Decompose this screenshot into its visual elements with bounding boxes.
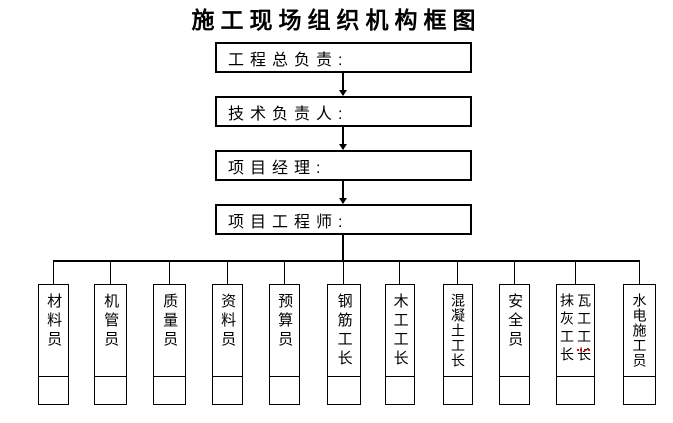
spellcheck-underline [577, 346, 590, 351]
staff-label: 材料员 [45, 293, 63, 350]
chain-box-project-engineer: 项目工程师: [215, 204, 472, 235]
staff-box-carpentry-foreman: 木工工长 [385, 284, 415, 405]
down-arrow-icon [339, 73, 347, 96]
staff-box-rebar-foreman: 钢筋工长 [327, 284, 361, 405]
staff-box-concrete-foreman: 混凝土工长 [443, 284, 473, 405]
tree-drop-line [284, 262, 285, 284]
staff-box-machinery-manager: 机管员 [94, 284, 127, 405]
tree-drop-line [169, 262, 170, 284]
staff-box-budget-officer: 预算员 [269, 284, 300, 405]
down-arrow-icon [339, 127, 347, 150]
staff-label: 木工工长 [391, 293, 409, 369]
tree-drop-line [227, 262, 228, 284]
staff-box-material-clerk: 材料员 [38, 284, 69, 405]
staff-title-cell: 机管员 [95, 285, 126, 377]
staff-label-plasterer: 抹灰工长 [559, 293, 575, 365]
staff-name-cell [500, 377, 529, 404]
staff-name-cell [95, 377, 126, 404]
staff-title-cell: 质量员 [154, 285, 185, 377]
staff-title-cell: 混凝土工长 [444, 285, 472, 377]
staff-title-cell: 预算员 [270, 285, 299, 377]
staff-name-cell [624, 377, 655, 404]
staff-label: 机管员 [102, 293, 120, 350]
tree-drop-line [399, 262, 400, 284]
tree-drop-line [53, 262, 54, 284]
tree-drop-line [514, 262, 515, 284]
staff-name-cell [386, 377, 414, 404]
staff-name-cell [154, 377, 185, 404]
staff-title-cell: 木工工长 [386, 285, 414, 377]
staff-title-cell: 钢筋工长 [328, 285, 360, 377]
staff-box-document-clerk: 资料员 [212, 284, 243, 405]
staff-title-cell: 抹灰工长 瓦工工长 [557, 285, 594, 377]
staff-name-cell [39, 377, 68, 404]
tree-horizontal-line [53, 260, 640, 262]
page-title: 施工现场组织机构框图 [191, 7, 482, 34]
staff-name-cell [557, 377, 594, 404]
staff-box-plasterer-mason-foreman: 抹灰工长 瓦工工长 [556, 284, 595, 405]
staff-label: 资料员 [219, 293, 237, 350]
chain-box-technical-director: 技术负责人: [215, 96, 472, 127]
staff-label: 安全员 [506, 293, 524, 350]
staff-label: 钢筋工长 [335, 293, 353, 369]
staff-title-cell: 材料员 [39, 285, 68, 377]
staff-name-cell [444, 377, 472, 404]
staff-box-safety-officer: 安全员 [499, 284, 530, 405]
staff-label: 质量员 [161, 293, 179, 350]
tree-drop-line [110, 262, 111, 284]
chain-box-project-manager: 项目经理: [215, 150, 472, 181]
staff-name-cell [270, 377, 299, 404]
tree-drop-line [343, 262, 344, 284]
tree-stem-line [342, 235, 344, 261]
staff-label: 预算员 [276, 293, 294, 350]
staff-box-quality-officer: 质量员 [153, 284, 186, 405]
staff-label: 混凝土工长 [450, 293, 467, 368]
staff-name-cell [213, 377, 242, 404]
tree-drop-line [639, 262, 640, 284]
staff-name-cell [328, 377, 360, 404]
staff-label-mason: 瓦工工长 [576, 293, 593, 365]
staff-label: 水电施工员 [631, 293, 648, 368]
staff-title-cell: 水电施工员 [624, 285, 655, 377]
down-arrow-icon [339, 181, 347, 204]
staff-title-cell: 资料员 [213, 285, 242, 377]
staff-title-cell: 安全员 [500, 285, 529, 377]
tree-drop-line [575, 262, 576, 284]
chain-box-general-director: 工程总负责: [215, 42, 472, 73]
tree-drop-line [457, 262, 458, 284]
staff-box-plumbing-electric-clerk: 水电施工员 [623, 284, 656, 405]
